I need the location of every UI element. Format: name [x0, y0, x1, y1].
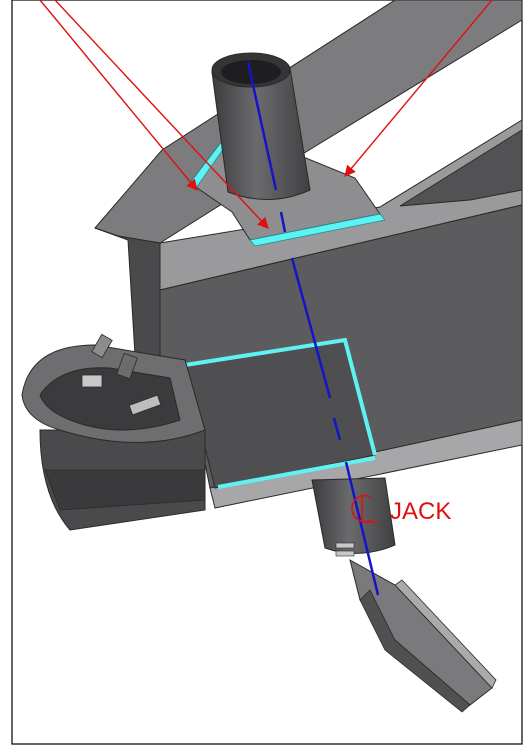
centerline-icon	[351, 494, 377, 523]
leader-line-plate-weld	[344, 0, 493, 177]
weld-bead-sleeve-top	[184, 337, 377, 456]
leader-line-front-weld	[54, 0, 269, 229]
jack-label: JACK	[390, 498, 451, 525]
weld-callout-leaders	[39, 0, 493, 229]
weld-bead-sleeve-bottom	[217, 456, 376, 489]
jack-foot-leg	[349, 559, 497, 713]
leader-line-left-weld	[39, 0, 198, 191]
jack-side-sleeve	[184, 337, 377, 489]
weld-bead-top-front	[249, 213, 386, 247]
jack-upper-tube	[211, 52, 311, 200]
hitch-coupler	[21, 333, 206, 531]
jack-centerline-annotation: JACK	[351, 494, 451, 525]
jack-center-line	[246, 61, 380, 596]
